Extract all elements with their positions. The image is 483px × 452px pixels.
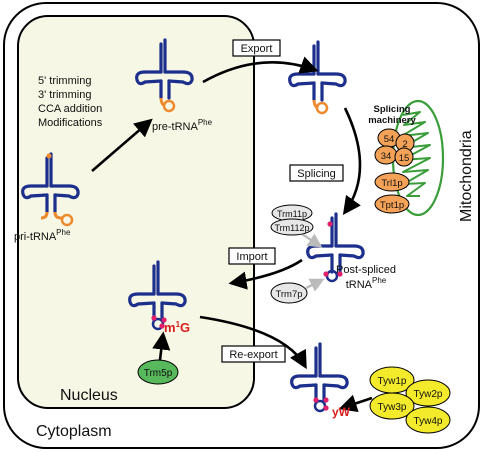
tyw1p-label: Tyw1p <box>378 376 407 387</box>
splicing-box <box>289 164 344 182</box>
export-box <box>232 39 281 57</box>
arrow-reexport <box>199 315 307 370</box>
processing-step-4: Modifications <box>38 117 103 129</box>
arrow-processing <box>91 118 153 172</box>
pre-trna-cytoplasmic <box>288 40 347 115</box>
mitochondria-label: Mitochondria <box>458 130 475 222</box>
nucleus-label: Nucleus <box>60 387 118 404</box>
trm112p-label: Trm112p <box>274 223 309 233</box>
post-spliced-label-line2: tRNAPhe <box>346 276 387 291</box>
arrow-splicing <box>342 107 362 215</box>
sen54-label: 54 <box>384 134 395 145</box>
processing-step-2: 3' trimming <box>38 89 91 101</box>
nucleus-boundary <box>17 15 255 409</box>
tyw4p-label: Tyw4p <box>414 416 443 427</box>
tyw3p-label: Tyw3p <box>378 402 407 413</box>
import-box <box>228 247 276 265</box>
pri-trna-label: pri-tRNAPhe <box>14 228 71 243</box>
tyw4p-node <box>405 406 451 434</box>
arrow-export <box>202 56 319 84</box>
pre-trna-label: pre-tRNAPhe <box>152 118 213 133</box>
m1g-label: m1G <box>164 320 190 335</box>
trm5p-node <box>137 359 179 385</box>
post-spliced-trna <box>306 212 365 283</box>
export-label: Export <box>241 43 273 55</box>
splicing-label: Splicing <box>297 168 336 180</box>
imported-trna <box>128 260 187 331</box>
trl1p-node <box>374 172 410 192</box>
sen-complex <box>374 128 415 167</box>
splicing-machinery-title-1: Splicing <box>374 104 411 115</box>
post-spliced-label-line1: Post-spliced <box>336 264 396 276</box>
yw-label: yW <box>332 405 351 419</box>
re-exported-trna <box>290 342 349 413</box>
trm11p-label: Trm11p <box>277 209 307 219</box>
trl1p-label: Trl1p <box>381 178 402 189</box>
sen2-label: 2 <box>402 139 407 150</box>
splicing-machinery-title-2: machinery <box>368 115 416 126</box>
arrow-import <box>228 258 303 290</box>
tpt1p-label: Tpt1p <box>380 200 404 211</box>
arrow-tyw <box>338 394 373 413</box>
pre-trna-nuclear <box>135 38 194 113</box>
sen15-label: 15 <box>399 153 410 164</box>
tpt1p-node <box>374 194 410 214</box>
trm7p-node <box>270 282 308 304</box>
tyw2p-node <box>405 379 451 407</box>
import-label: Import <box>236 251 267 263</box>
trm7p-label: Trm7p <box>275 289 302 300</box>
reexport-box <box>221 345 286 363</box>
trm5p-label: Trm5p <box>144 368 173 379</box>
tyw2p-label: Tyw2p <box>414 389 443 400</box>
arrow-trm11 <box>301 233 323 248</box>
processing-step-3: CCA addition <box>38 103 102 115</box>
processing-step-1: 5' trimming <box>38 75 91 87</box>
cytoplasm-label: Cytoplasm <box>36 423 112 440</box>
reexport-label: Re-export <box>229 349 277 361</box>
arrow-trm5 <box>152 331 171 361</box>
trm112p-node <box>270 218 314 236</box>
pri-trna <box>21 152 80 227</box>
arrow-trm7 <box>305 278 325 292</box>
tyw3p-node <box>369 392 415 420</box>
sen34-label: 34 <box>381 151 392 162</box>
